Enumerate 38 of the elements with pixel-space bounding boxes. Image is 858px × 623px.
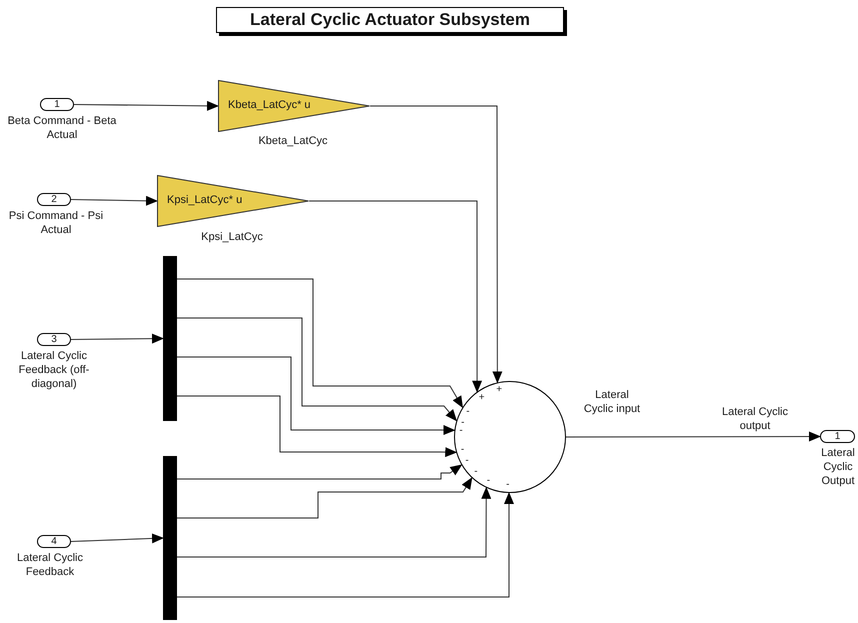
sign-label: - bbox=[474, 467, 478, 478]
signal-line bbox=[176, 278, 463, 408]
sign-label: - bbox=[506, 480, 510, 490]
signal-line bbox=[370, 106, 502, 384]
sign-label: + bbox=[478, 393, 485, 404]
port-label: Lateral Cyclic Feedback (off-diagonal) bbox=[18, 349, 90, 391]
block-name: Kbeta_LatCyc bbox=[257, 134, 329, 148]
demux-bar bbox=[163, 256, 177, 421]
signal-line bbox=[70, 334, 164, 344]
gain-expression: Kpsi_LatCyc* u bbox=[167, 194, 242, 207]
signal-line bbox=[176, 464, 462, 480]
signal-line bbox=[74, 100, 219, 111]
signal-line bbox=[176, 486, 492, 558]
port-label: Lateral Cyclic Feedback bbox=[16, 551, 84, 579]
sign-label: - bbox=[460, 445, 464, 456]
signal-line bbox=[176, 477, 472, 518]
signal-line bbox=[176, 318, 458, 422]
block-name: Kpsi_LatCyc bbox=[200, 230, 264, 244]
signal-line bbox=[176, 492, 514, 598]
signal-line bbox=[176, 356, 456, 436]
signal-line bbox=[176, 396, 458, 458]
port-label: Psi Command - Psi Actual bbox=[8, 209, 104, 237]
title-box: Lateral Cyclic Actuator Subsystem bbox=[216, 7, 564, 33]
sign-label: + bbox=[496, 385, 502, 396]
port-label: Beta Command - Beta Actual bbox=[7, 114, 117, 142]
sign-label: - bbox=[459, 426, 463, 436]
sign-label: - bbox=[486, 476, 490, 486]
signal-line bbox=[70, 196, 158, 206]
port-label: Lateral Cyclic Output bbox=[820, 446, 856, 488]
signal-line bbox=[70, 533, 164, 544]
sign-label: - bbox=[461, 418, 464, 428]
sign-label: - bbox=[466, 406, 470, 417]
signal-name: Lateral Cyclic input bbox=[582, 388, 642, 416]
signal-line bbox=[308, 200, 482, 393]
signal-line bbox=[566, 432, 821, 442]
gain-expression: Kbeta_LatCyc* u bbox=[228, 99, 311, 112]
sign-label: - bbox=[465, 456, 469, 466]
demux-bar bbox=[163, 456, 177, 620]
